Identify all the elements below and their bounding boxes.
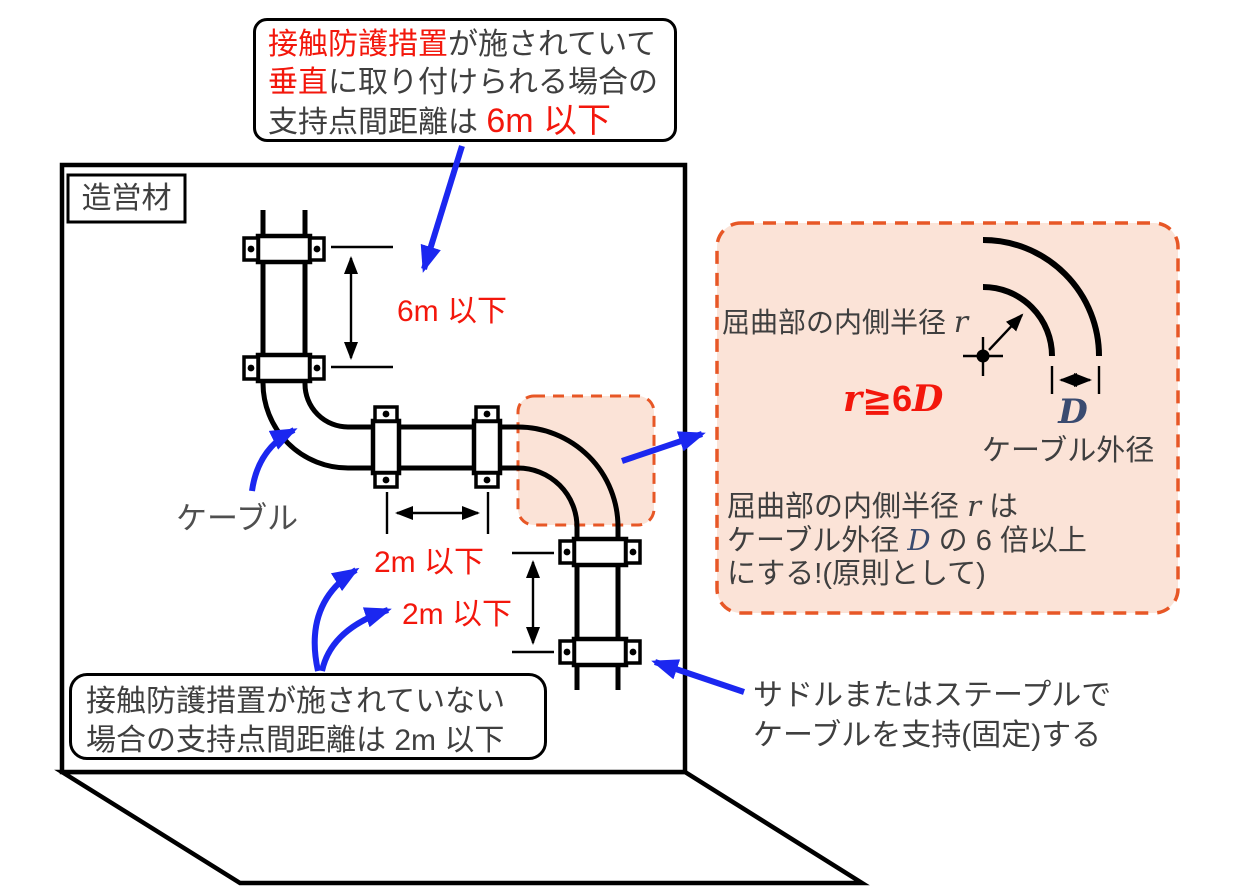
- pointer-arrows: [249, 145, 745, 695]
- saddle: [370, 405, 402, 489]
- radius-arrow: [988, 313, 1024, 351]
- bend-center-mark: [963, 337, 1003, 376]
- callout-top-line3: 支持点間距離は 6m 以下: [268, 102, 612, 140]
- cable-outer-line: [260, 210, 580, 690]
- bend-note: 屈曲部の内側半径 r は ケーブル外径 D の 6 倍以上 にする!(原則として…: [727, 490, 1087, 591]
- saddle: [558, 636, 642, 668]
- cable-inner-line: [302, 210, 621, 690]
- measure-6m: [331, 245, 393, 369]
- bend-highlight-square: [516, 394, 656, 527]
- label-2m-vertical: 2m 以下: [402, 598, 513, 631]
- label-2m-horizontal: 2m 以下: [374, 546, 485, 579]
- cable-diameter-caption: ケーブル外径: [982, 435, 1155, 467]
- callout-protected-vertical: 接触防護措置が施されていて 垂直に取り付けられる場合の 支持点間距離は 6m 以…: [253, 18, 677, 142]
- saddle: [471, 405, 503, 489]
- wall-label: 造営材: [81, 182, 172, 215]
- callout-top-line2: 垂直に取り付けられる場合の: [268, 66, 658, 99]
- arrow-to-saddle: [651, 659, 745, 695]
- saddle-note-line2: ケーブルを支持(固定)する: [753, 719, 1102, 752]
- callout-top-line1: 接触防護措置が施されていて: [268, 28, 657, 61]
- bend-note-line3: にする!(原則として): [727, 558, 986, 590]
- bend-formula: r≧6D: [843, 378, 944, 420]
- saddles: [242, 233, 642, 668]
- bend-detail-box: [715, 221, 1180, 615]
- arrow-to-bend-box: [621, 431, 706, 464]
- wall-label-box: [66, 173, 187, 224]
- bend-inner-arc: [982, 284, 1055, 357]
- callout-bottom-line1: 接触防護措置が施されていない: [86, 685, 506, 718]
- measure-cable-diameter: [1050, 366, 1101, 394]
- saddle: [242, 352, 326, 384]
- measure-2m-horizontal: [385, 492, 490, 534]
- bend-note-line2: ケーブル外径 D の 6 倍以上: [727, 523, 1087, 558]
- saddle-note-line1: サドルまたはステープルで: [753, 679, 1112, 712]
- arrow-to-2m-a: [311, 567, 360, 672]
- cable-label: ケーブル: [176, 501, 299, 536]
- cable: [260, 210, 621, 690]
- bend-radius-label: 屈曲部の内側半径 r: [722, 305, 969, 340]
- bend-outer-arc: [982, 237, 1102, 357]
- saddle: [242, 233, 326, 265]
- saddle-note: サドルまたはステープルで ケーブルを支持(固定)する: [753, 676, 1111, 756]
- floor-outline: [54, 769, 870, 886]
- saddle: [558, 536, 642, 568]
- callout-bottom-line2: 場合の支持点間距離は 2m 以下: [86, 724, 505, 757]
- bend-detail-drawing: [963, 237, 1102, 394]
- label-6m: 6m 以下: [397, 295, 508, 328]
- cable-diameter-label: D: [1058, 392, 1088, 432]
- arrow-to-cable: [249, 427, 298, 492]
- callout-unprotected: 接触防護措置が施されていない 場合の支持点間距離は 2m 以下: [69, 673, 547, 760]
- bend-note-line1: 屈曲部の内側半径 r は: [727, 489, 1018, 524]
- arrow-top-callout: [420, 145, 465, 273]
- arrow-to-2m-b: [319, 607, 392, 672]
- measure-2m-vertical: [512, 551, 554, 654]
